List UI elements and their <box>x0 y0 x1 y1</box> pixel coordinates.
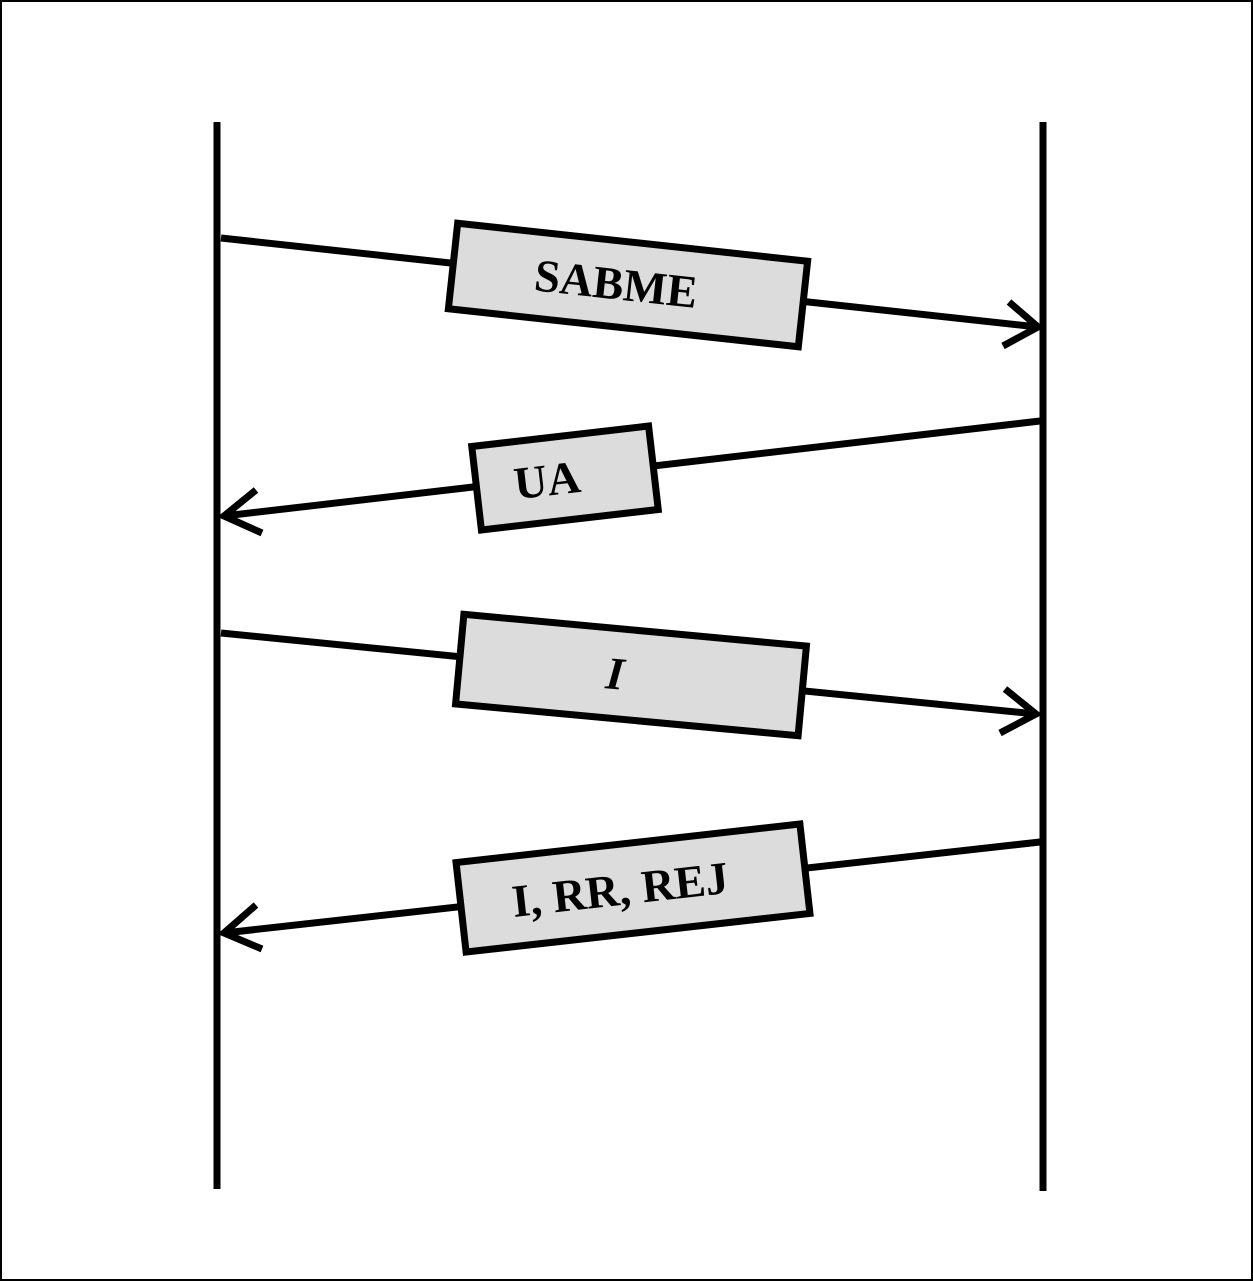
arrowhead-right-icon <box>1001 299 1045 350</box>
message-label: UA <box>511 451 583 509</box>
message-label-box <box>444 219 812 351</box>
message-i-rr-rej: I, RR, REJ <box>217 820 1041 956</box>
arrowhead-left-icon <box>217 902 264 953</box>
message-ua: UA <box>217 417 1041 537</box>
arrowhead-right-icon <box>998 686 1043 737</box>
message-sabme: SABME <box>220 219 1045 351</box>
message-i: I <box>220 610 1043 740</box>
arrowhead-left-icon <box>217 487 264 537</box>
message-label-box <box>452 820 814 956</box>
message-label-box <box>451 610 811 740</box>
message-label-box <box>467 422 663 534</box>
